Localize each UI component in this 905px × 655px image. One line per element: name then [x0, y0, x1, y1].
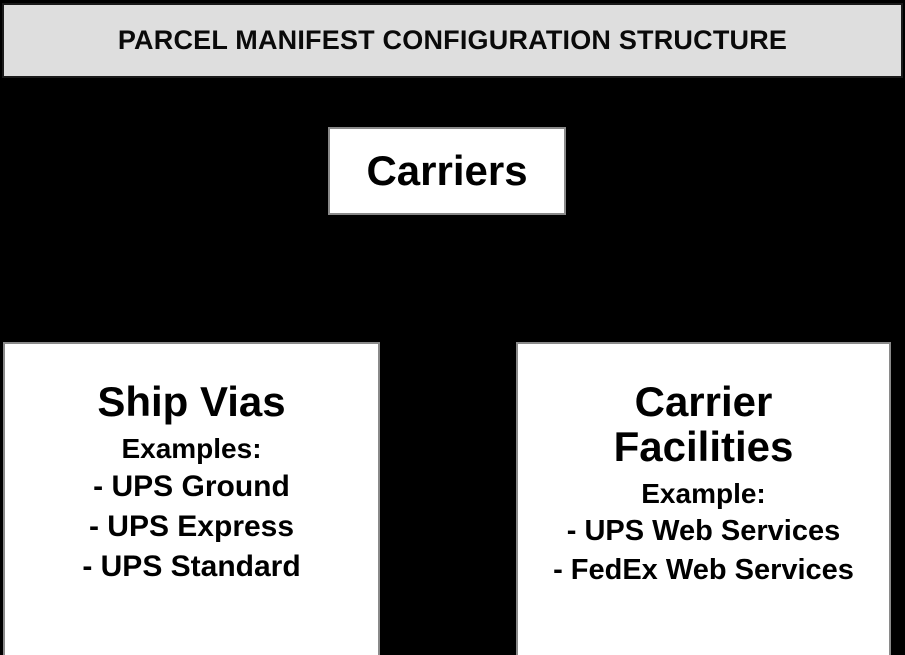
node-carriers[interactable]: Carriers: [328, 127, 566, 215]
node-ship-vias-title: Ship Vias: [97, 378, 286, 425]
list-item: - UPS Ground: [93, 470, 290, 504]
list-item: - UPS Web Services: [566, 515, 841, 548]
node-carrier-facilities-title: Carrier Facilities: [613, 378, 794, 470]
list-item: - UPS Express: [88, 510, 295, 544]
page-title: PARCEL MANIFEST CONFIGURATION STRUCTURE: [117, 25, 788, 55]
node-carrier-facilities[interactable]: Carrier Facilities Example: - UPS Web Se…: [516, 342, 891, 655]
node-carrier-facilities-subtitle: Example:: [641, 477, 766, 509]
connector-branch-right: [701, 264, 704, 342]
connector-branch-left: [190, 264, 193, 342]
connector-horizontal-bus: [190, 264, 704, 267]
node-carriers-title: Carriers: [366, 147, 528, 194]
node-carrier-facilities-list: - UPS Web Services - FedEx Web Services: [518, 512, 889, 589]
node-ship-vias-subtitle: Examples:: [121, 432, 262, 464]
list-item: - FedEx Web Services: [553, 553, 854, 586]
node-ship-vias-list: - UPS Ground - UPS Express - UPS Standar…: [5, 467, 378, 587]
header-banner: PARCEL MANIFEST CONFIGURATION STRUCTURE: [2, 3, 903, 78]
node-ship-vias[interactable]: Ship Vias Examples: - UPS Ground - UPS E…: [3, 342, 380, 655]
list-item: - UPS Standard: [82, 549, 301, 583]
connector-root-stem: [445, 215, 448, 265]
